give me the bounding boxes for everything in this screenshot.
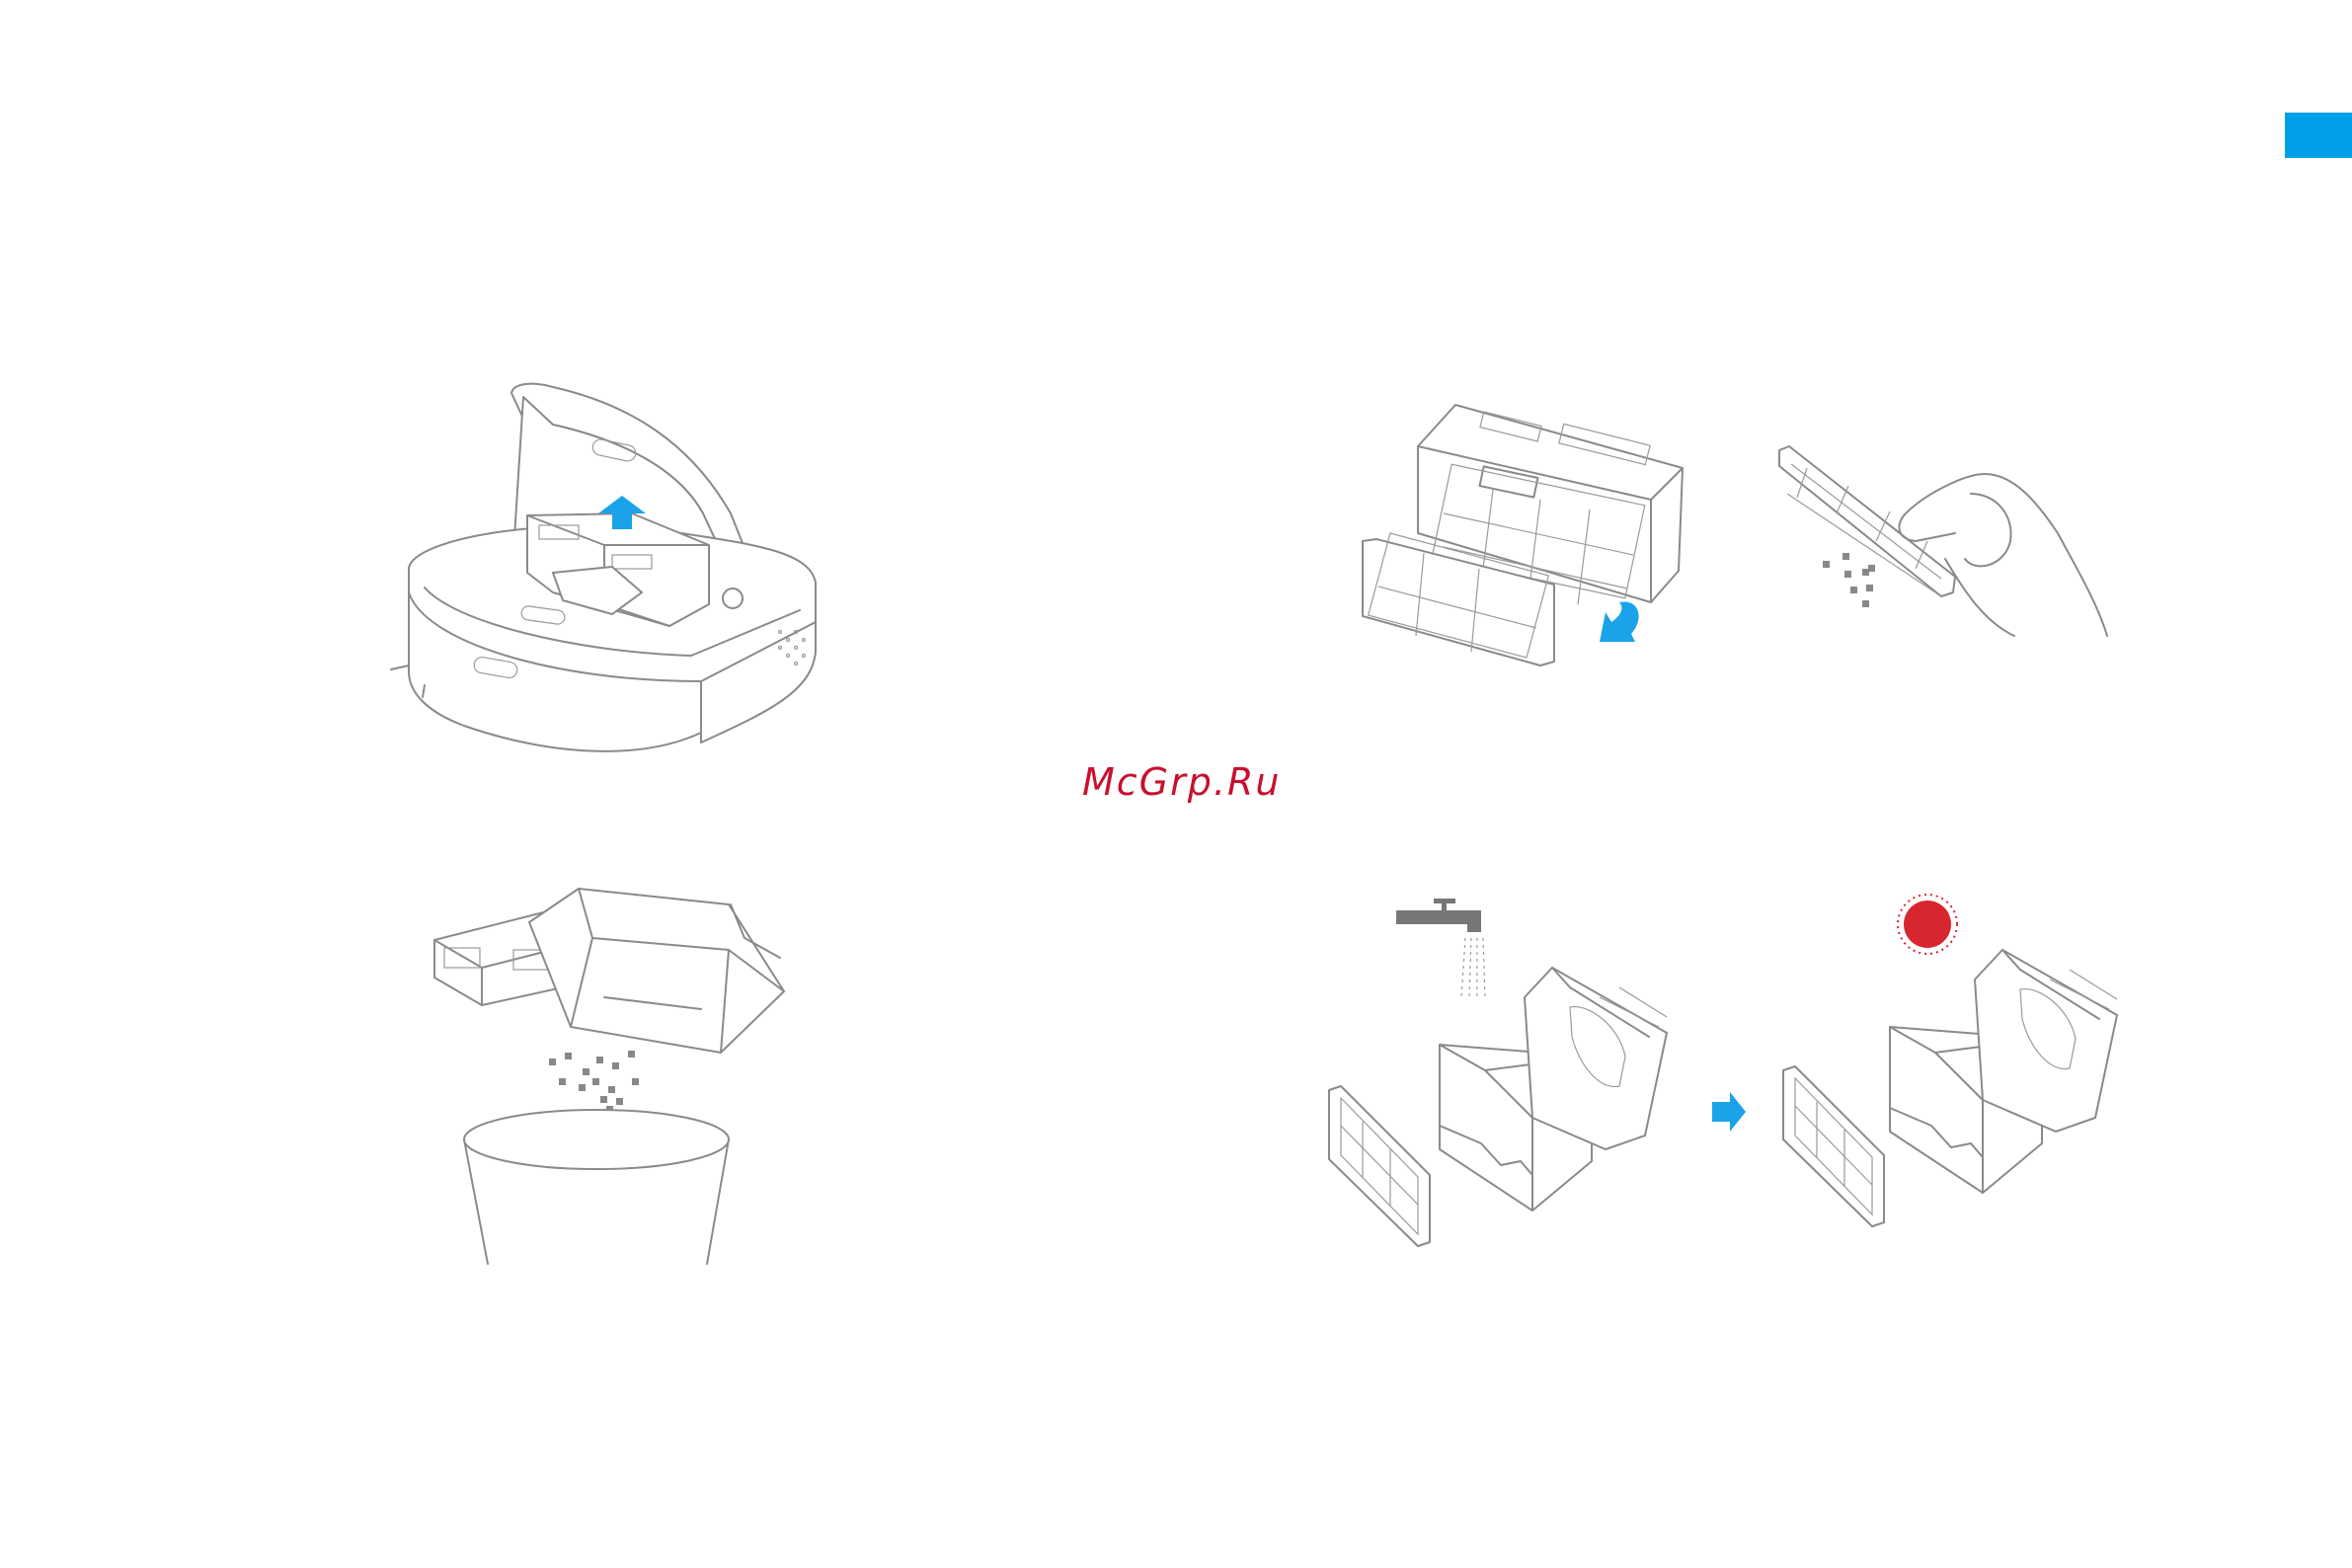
rotate-arrow-icon bbox=[1600, 601, 1639, 642]
remove-dustbin-from-robot bbox=[391, 384, 816, 751]
tap-filter-clean bbox=[1779, 446, 2107, 636]
arrow-right-icon bbox=[1712, 1092, 1746, 1132]
remove-filter-from-dustbin bbox=[1363, 405, 1683, 666]
rinse-dustbin-with-water bbox=[1329, 899, 1746, 1246]
empty-dustbin-into-trash bbox=[434, 889, 784, 1264]
dry-dustbin-in-sun bbox=[1783, 895, 2117, 1226]
sun-icon bbox=[1898, 895, 1957, 954]
water-tap-icon bbox=[1396, 899, 1485, 997]
